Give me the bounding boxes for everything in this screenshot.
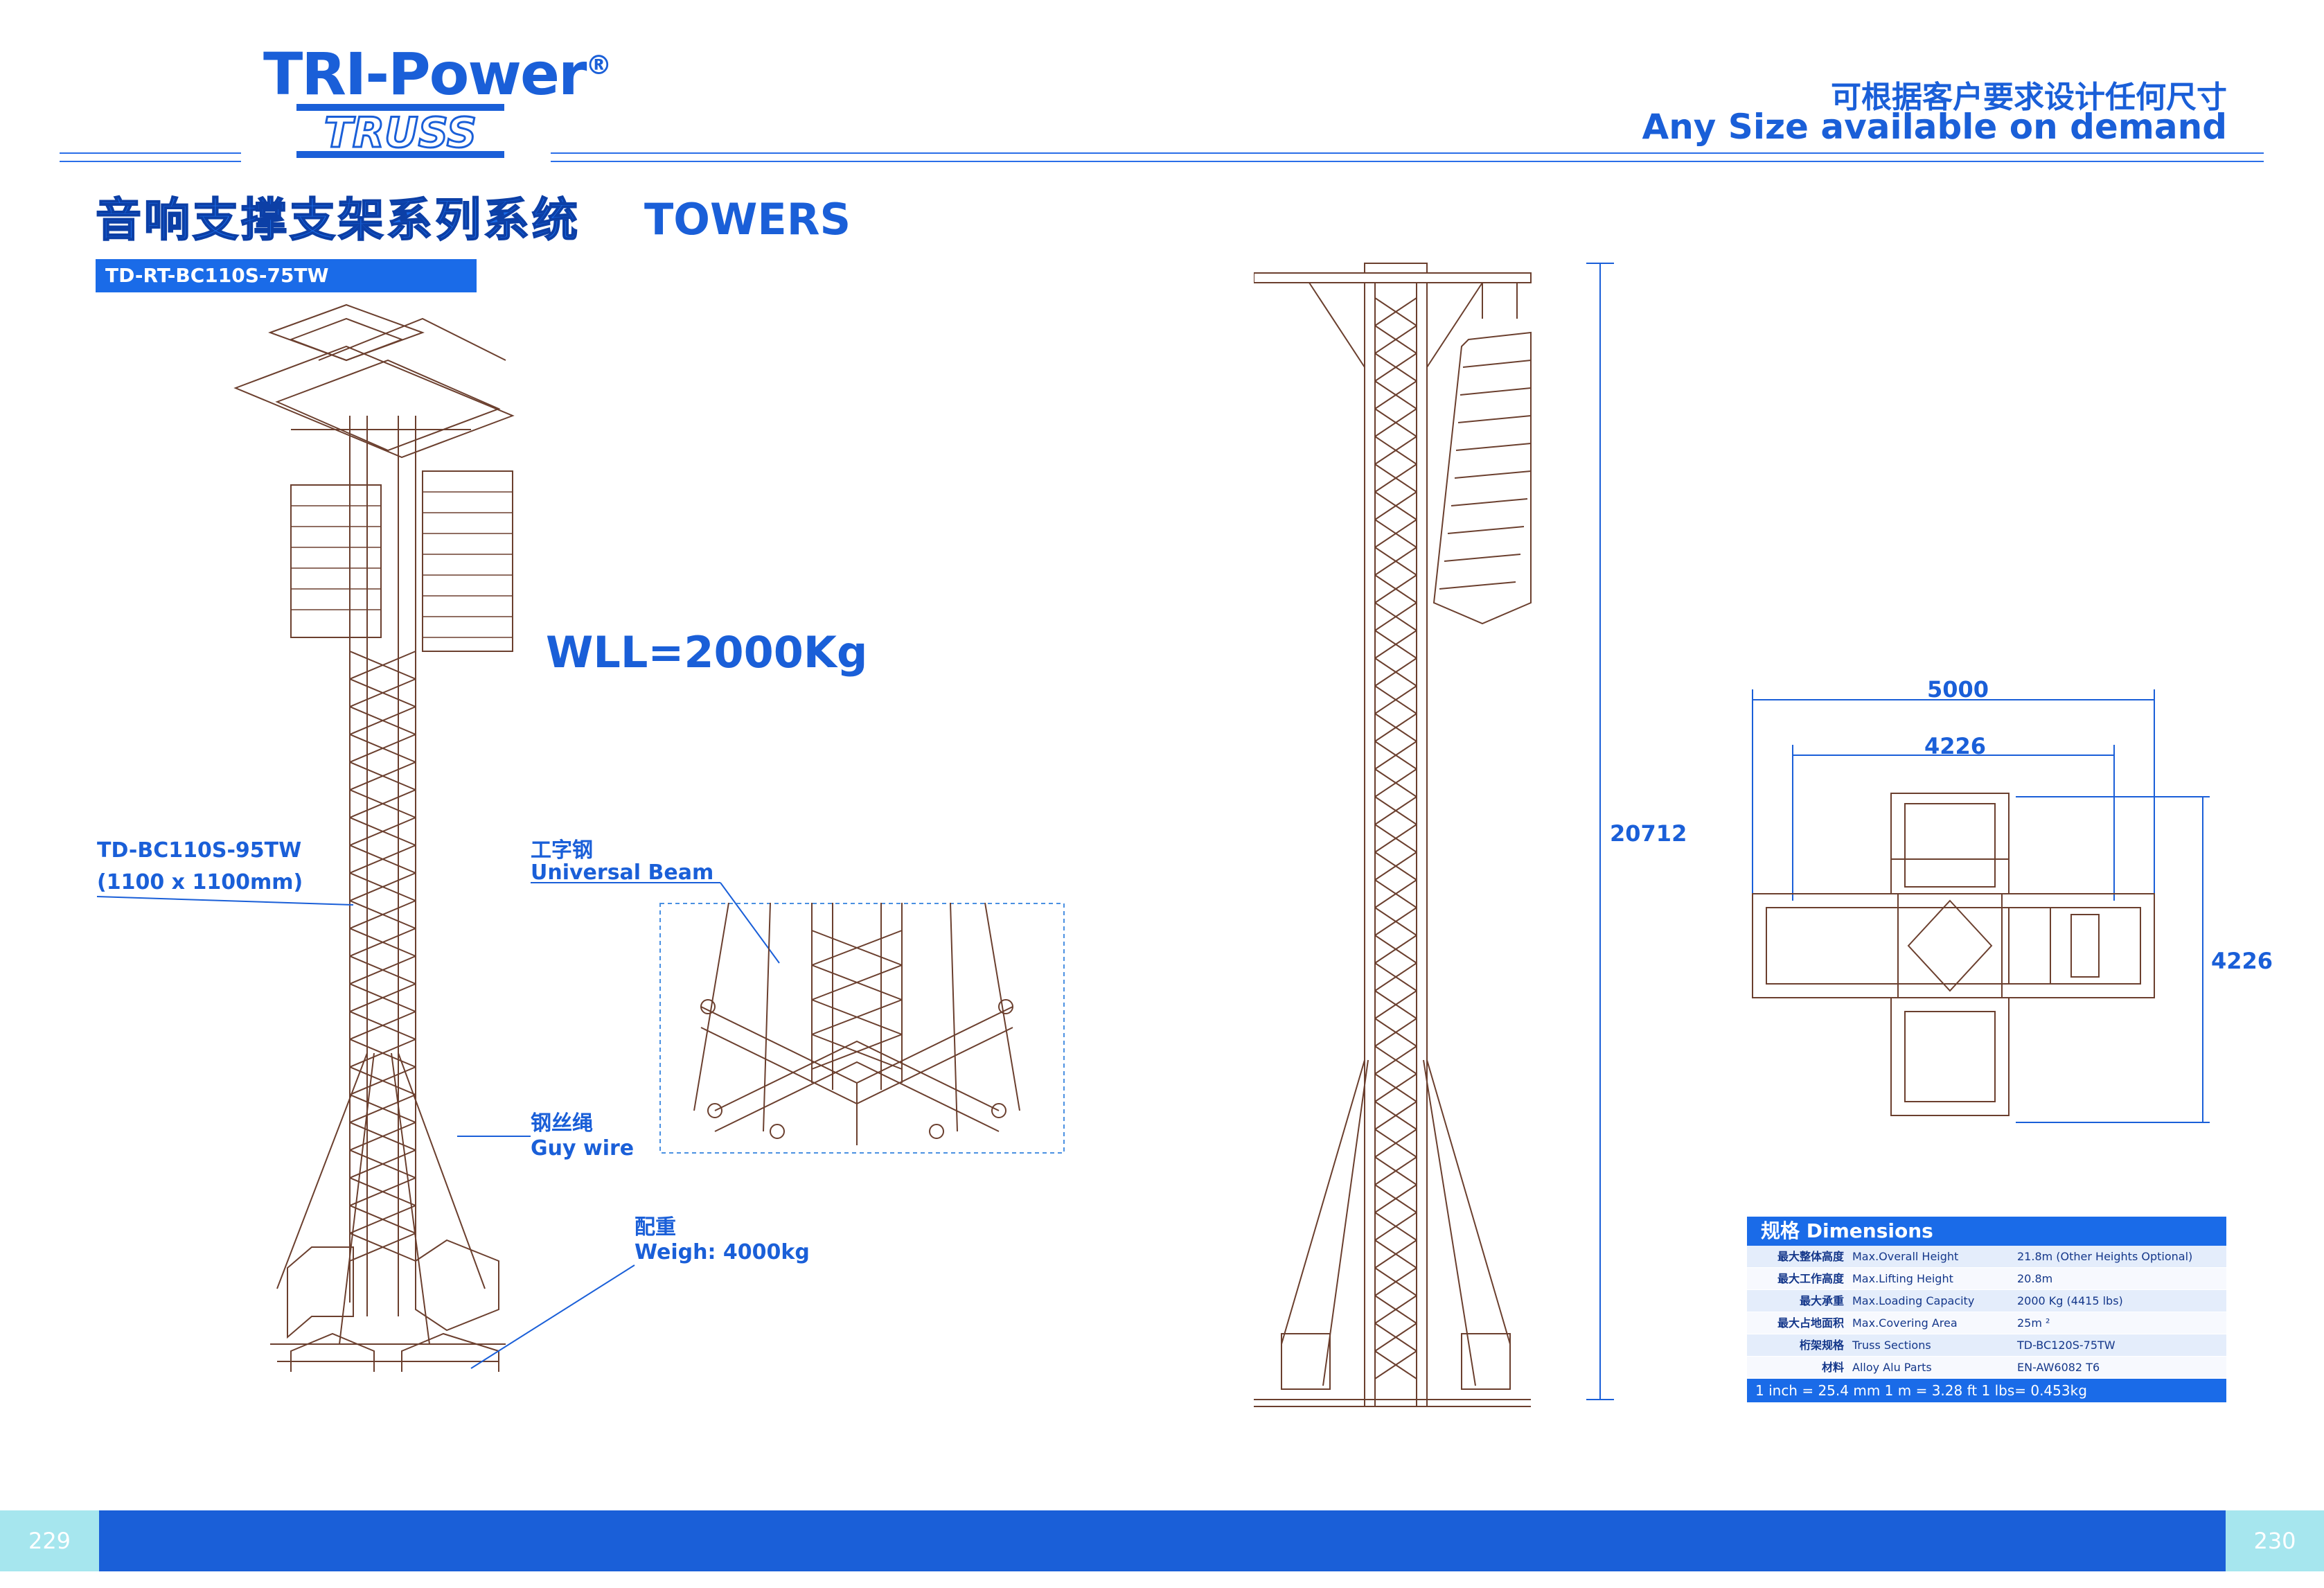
- spec-en: Max.Loading Capacity: [1852, 1294, 1975, 1307]
- weight-label-en: Weigh: 4000kg: [635, 1240, 810, 1264]
- spec-value: 20.8m: [2017, 1272, 2053, 1285]
- spec-table: 规格 Dimensions 最大整体高度 Max.Overall Height …: [1747, 1217, 2226, 1402]
- truss-size-label: (1100 x 1100mm): [97, 870, 303, 894]
- header-rule-left: [60, 152, 241, 162]
- spec-rows: 最大整体高度 Max.Overall Height 21.8m (Other H…: [1747, 1246, 2226, 1379]
- spec-row: 最大承重 Max.Loading Capacity 2000 Kg (4415 …: [1747, 1290, 2226, 1312]
- series-title-cn: 音响支撑支架系列系统: [95, 193, 580, 247]
- wll-label: WLL=2000Kg: [546, 627, 868, 678]
- spec-row: 最大整体高度 Max.Overall Height 21.8m (Other H…: [1747, 1246, 2226, 1268]
- dim-width-outer: 5000: [1927, 676, 1989, 703]
- spec-row: 最大占地面积 Max.Covering Area 25m ²: [1747, 1312, 2226, 1334]
- weight-label-cn: 配重: [635, 1215, 676, 1239]
- guy-label-cn: 钢丝绳: [531, 1111, 593, 1136]
- truss-logo-icon: TRUSS: [296, 104, 504, 158]
- spec-en: Truss Sections: [1852, 1339, 1931, 1352]
- callout-leaders: [96, 882, 780, 1369]
- beam-detail-inset: [659, 903, 1065, 1154]
- beam-label-en: Universal Beam: [531, 861, 714, 885]
- brand-sub: TRUSS: [324, 109, 477, 157]
- spec-value: TD-BC120S-75TW: [2017, 1339, 2115, 1352]
- plan-view-drawing: [1752, 689, 2210, 1123]
- dim-width-inner: 4226: [1924, 733, 1987, 759]
- brand-logo-text: TRI-Power®: [263, 40, 612, 108]
- spec-en: Alloy Alu Parts: [1852, 1361, 1932, 1374]
- spec-cn: 最大承重: [1799, 1294, 1844, 1307]
- truss-model-label: TD-BC110S-95TW: [97, 838, 302, 863]
- header-rule-right: [551, 152, 2264, 162]
- spec-cn: 材料: [1821, 1361, 1844, 1374]
- spec-value: EN-AW6082 T6: [2017, 1361, 2100, 1374]
- spec-row: 最大工作高度 Max.Lifting Height 20.8m: [1747, 1268, 2226, 1290]
- spec-cn: 最大整体高度: [1777, 1250, 1844, 1263]
- spec-en: Max.Lifting Height: [1852, 1272, 1953, 1285]
- spec-value: 25m ²: [2017, 1316, 2050, 1330]
- series-title-en: TOWERS: [644, 194, 851, 245]
- spec-cn: 最大占地面积: [1777, 1316, 1844, 1330]
- slogan-cn: 可根据客户要求设计任何尺寸: [1831, 80, 2227, 115]
- spec-table-title: 规格 Dimensions: [1747, 1217, 2226, 1246]
- spec-row: 材料 Alloy Alu Parts EN-AW6082 T6: [1747, 1357, 2226, 1379]
- dim-height: 20712: [1610, 820, 1687, 847]
- brand-name: TRI-Power: [263, 40, 587, 108]
- page-number-left: 229: [0, 1510, 99, 1571]
- page-number-right: 230: [2226, 1510, 2324, 1571]
- spec-en: Max.Covering Area: [1852, 1316, 1958, 1330]
- spec-value: 21.8m (Other Heights Optional): [2017, 1250, 2193, 1263]
- isometric-tower-drawing: [233, 303, 515, 1372]
- dim-depth: 4226: [2211, 948, 2273, 974]
- spec-cn: 最大工作高度: [1777, 1272, 1844, 1285]
- spec-en: Max.Overall Height: [1852, 1250, 1959, 1263]
- beam-label-cn: 工字钢: [531, 838, 593, 863]
- guy-label-en: Guy wire: [531, 1136, 635, 1161]
- footer-bar: [99, 1510, 2226, 1571]
- unit-conversion: 1 inch = 25.4 mm 1 m = 3.28 ft 1 lbs= 0.…: [1747, 1379, 2226, 1402]
- slogan-en: Any Size available on demand: [1642, 107, 2227, 147]
- model-label: TD-RT-BC110S-75TW: [96, 259, 477, 292]
- spec-row: 桁架规格 Truss Sections TD-BC120S-75TW: [1747, 1334, 2226, 1357]
- registered-mark: ®: [585, 50, 612, 80]
- elevation-drawing: [1254, 263, 1614, 1407]
- spec-value: 2000 Kg (4415 lbs): [2017, 1294, 2123, 1307]
- spec-cn: 桁架规格: [1799, 1339, 1844, 1352]
